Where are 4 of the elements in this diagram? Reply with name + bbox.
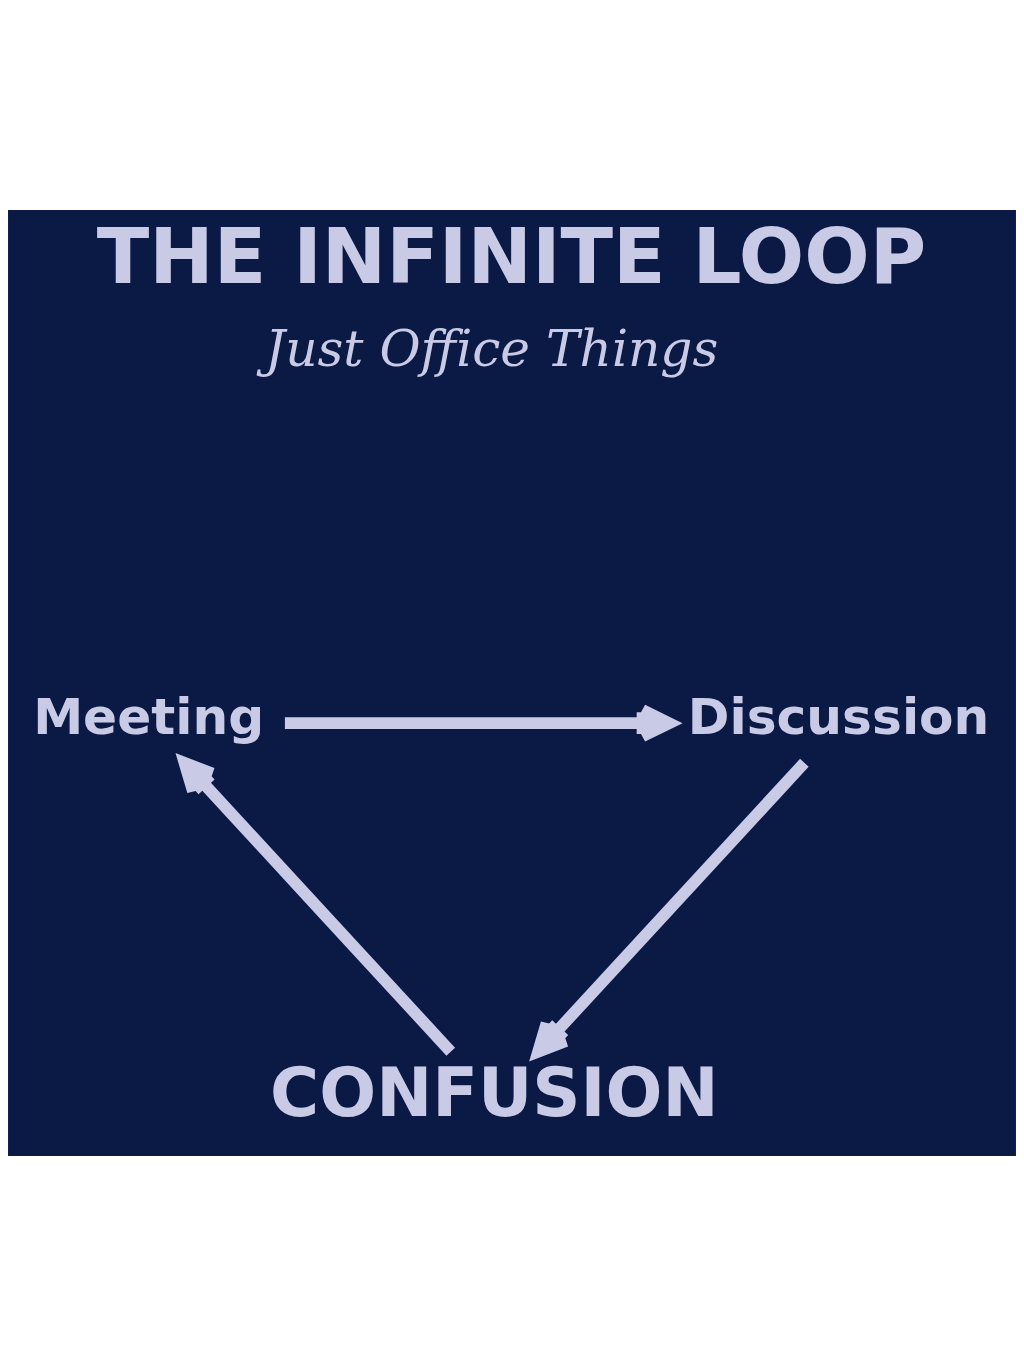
node-text: Meeting [33, 686, 265, 746]
node-text: Discussion [687, 686, 990, 746]
node-text: CONFUSION [270, 1053, 719, 1132]
diagram-title: THE INFINITE LOOP [96, 211, 927, 301]
